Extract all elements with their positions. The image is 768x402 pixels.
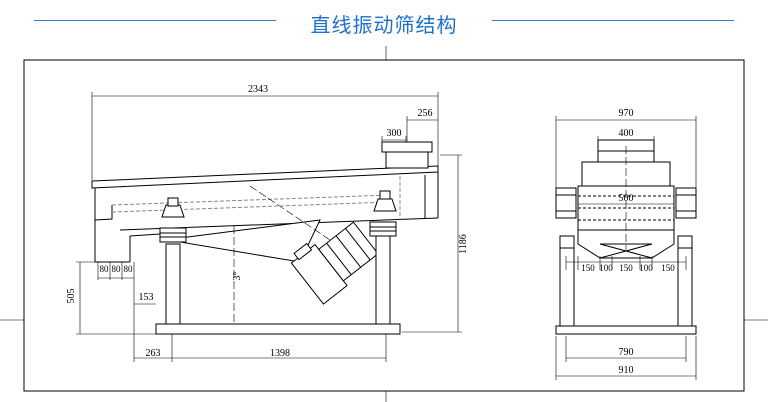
- side-dimension-lines: [76, 92, 462, 362]
- dim-base-outer: 910: [619, 365, 634, 376]
- vibration-motor: [290, 221, 379, 305]
- dim-support-span: 1398: [270, 348, 290, 359]
- header-rule-left: [34, 20, 276, 21]
- side-base: [155, 323, 401, 335]
- drawing-frame: [0, 46, 768, 402]
- front-view: 970 400 500 150 100 150 100 150 790 910: [555, 108, 697, 380]
- dim-foot-offset: 153: [139, 292, 154, 303]
- side-view: 2343 256 300 1186 3° 80 80 80 505 153 26…: [66, 84, 469, 362]
- dim-top-width: 970: [619, 108, 634, 119]
- dim-step-3: 80: [124, 264, 134, 274]
- dim-base-inner: 790: [619, 347, 634, 358]
- dim-support-height: 505: [66, 289, 77, 304]
- dim-left-span: 263: [146, 348, 161, 359]
- header-rule-right: [492, 20, 734, 21]
- dim-seg-5: 150: [661, 263, 675, 273]
- dim-seg-3: 150: [619, 263, 633, 273]
- dim-seg-4: 100: [639, 263, 653, 273]
- dim-overall-length: 2343: [248, 84, 268, 95]
- dim-height: 1186: [458, 234, 469, 254]
- page-title: 直线振动筛结构: [310, 13, 458, 37]
- dim-step-1: 80: [100, 264, 110, 274]
- motor-base: [381, 141, 433, 169]
- dim-inner-width: 500: [619, 193, 634, 204]
- header: 直线振动筛结构: [0, 0, 768, 46]
- spring-hangers: [161, 190, 397, 218]
- support-legs: [159, 221, 397, 325]
- front-spring-hangers: [555, 187, 697, 249]
- dim-seg-1: 150: [581, 263, 595, 273]
- dim-motor-width: 400: [619, 128, 634, 139]
- dim-angle: 3°: [232, 272, 243, 281]
- front-legs: [555, 247, 697, 335]
- dim-step-2: 80: [112, 264, 122, 274]
- dim-outlet-width: 256: [418, 108, 433, 119]
- front-dimension-lines: [555, 116, 697, 380]
- dim-seg-2: 100: [599, 263, 613, 273]
- dim-motor-base: 300: [387, 128, 402, 139]
